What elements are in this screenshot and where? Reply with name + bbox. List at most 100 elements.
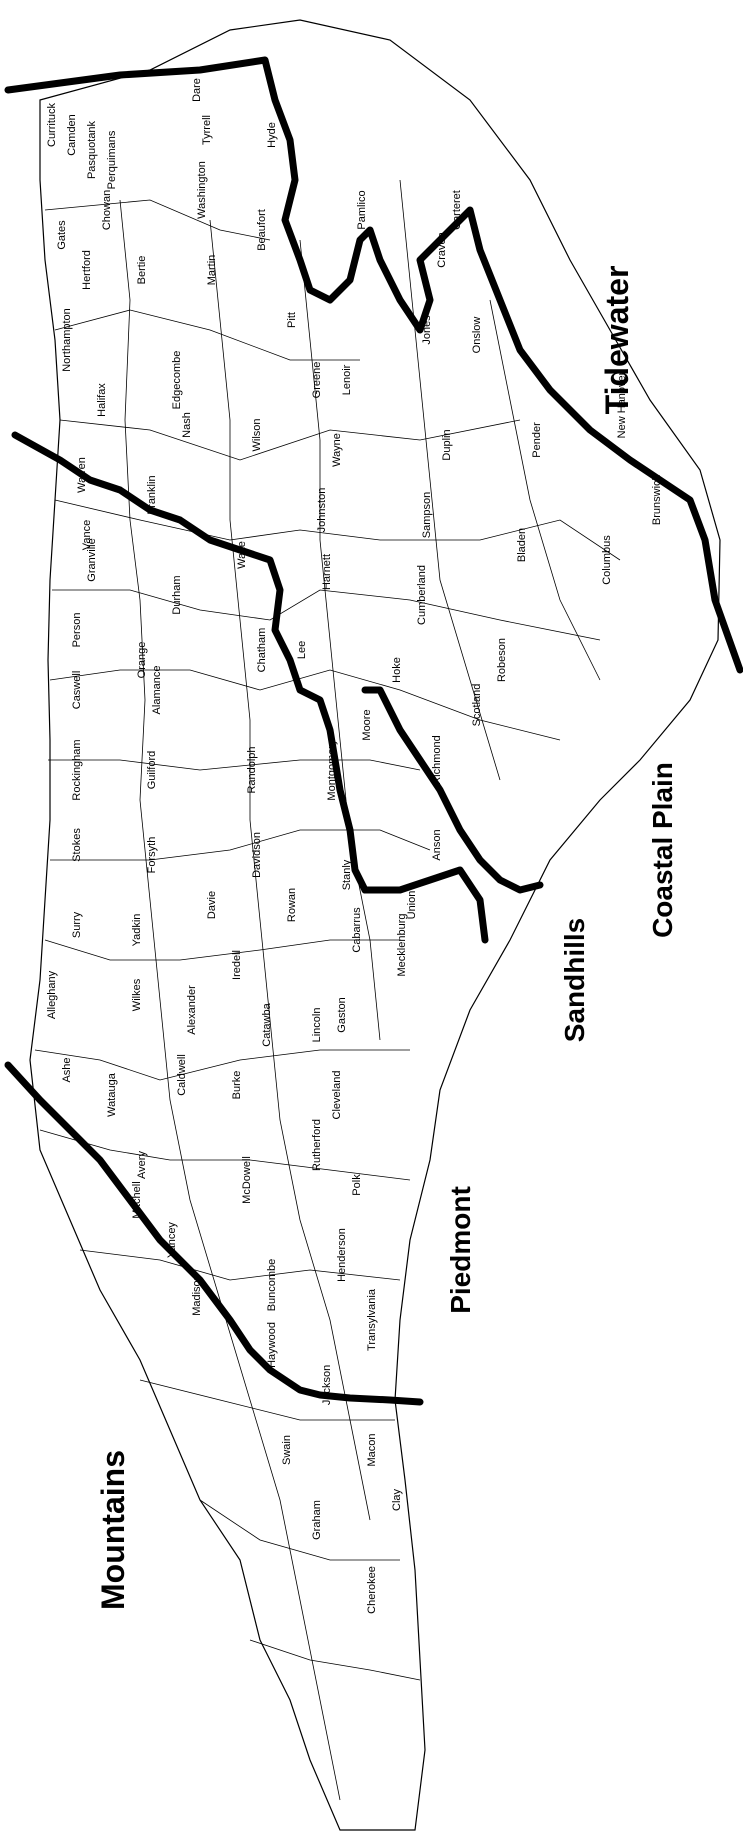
county-label-wake: Wake	[236, 541, 248, 569]
county-label-randolph: Randolph	[246, 746, 258, 793]
county-label-lincoln: Lincoln	[311, 1008, 323, 1043]
region-boundaries	[4, 56, 743, 1406]
county-label-pamlico: Pamlico	[356, 190, 368, 229]
county-label-stokes: Stokes	[71, 828, 83, 862]
county-label-cherokee: Cherokee	[366, 1566, 378, 1614]
county-label-richmond: Richmond	[431, 735, 443, 785]
county-label-halifax: Halifax	[96, 383, 108, 417]
county-label-harnett: Harnett	[321, 554, 333, 590]
county-label-gaston: Gaston	[336, 997, 348, 1032]
county-label-lee: Lee	[296, 641, 308, 659]
county-label-chowan: Chowan	[101, 190, 113, 230]
county-label-anson: Anson	[431, 829, 443, 860]
county-label-durham: Durham	[171, 575, 183, 614]
county-label-perquimans: Perquimans	[106, 130, 118, 189]
county-label-alamance: Alamance	[151, 666, 163, 715]
county-label-tyrrell: Tyrrell	[201, 115, 213, 145]
county-label-hertford: Hertford	[81, 250, 93, 290]
county-label-carteret: Carteret	[451, 190, 463, 230]
county-label-nash: Nash	[181, 412, 193, 438]
county-label-transylvania: Transylvania	[366, 1288, 378, 1351]
county-label-graham: Graham	[311, 1500, 323, 1540]
region-label-coastal-plain: Coastal Plain	[647, 762, 678, 938]
county-label-pasquotank: Pasquotank	[86, 120, 98, 179]
county-label-wilson: Wilson	[251, 418, 263, 451]
county-label-ashe: Ashe	[61, 1057, 73, 1082]
county-label-brunswick: Brunswick	[651, 474, 663, 525]
county-label-forsyth: Forsyth	[146, 837, 158, 874]
county-label-iredell: Iredell	[231, 950, 243, 980]
county-label-caldwell: Caldwell	[176, 1054, 188, 1096]
county-label-currituck: Currituck	[46, 103, 58, 148]
county-label-davidson: Davidson	[251, 832, 263, 878]
county-label-camden: Camden	[66, 114, 78, 156]
county-label-wayne: Wayne	[331, 433, 343, 467]
county-label-bladen: Bladen	[516, 528, 528, 562]
county-label-northampton: Northampton	[61, 308, 73, 372]
county-label-burke: Burke	[231, 1071, 243, 1100]
county-label-washington: Washington	[196, 161, 208, 219]
county-label-sampson: Sampson	[421, 492, 433, 538]
county-label-beaufort: Beaufort	[256, 209, 268, 251]
county-label-wilkes: Wilkes	[131, 978, 143, 1011]
county-label-catawba: Catawba	[261, 1002, 273, 1046]
county-label-union: Union	[406, 891, 418, 920]
county-label-robeson: Robeson	[496, 638, 508, 682]
county-boundaries	[34, 179, 621, 1801]
county-label-pender: Pender	[531, 422, 543, 458]
county-label-greene: Greene	[311, 362, 323, 399]
county-label-guilford: Guilford	[146, 751, 158, 790]
county-label-mitchell: Mitchell	[131, 1181, 143, 1218]
county-label-mcdowell: McDowell	[241, 1156, 253, 1204]
county-label-chatham: Chatham	[256, 628, 268, 673]
county-label-jones: Jones	[421, 315, 433, 345]
county-label-clay: Clay	[391, 1489, 403, 1512]
tidewater-boundary	[4, 56, 743, 674]
mountains-boundary	[4, 1061, 424, 1406]
county-label-henderson: Henderson	[336, 1228, 348, 1282]
county-label-mecklenburg: Mecklenburg	[396, 914, 408, 977]
county-label-new-hanover: New Hanover	[616, 371, 628, 438]
county-label-cabarrus: Cabarrus	[351, 907, 363, 953]
county-label-alexander: Alexander	[186, 985, 198, 1035]
county-label-polk: Polk	[351, 1174, 363, 1196]
county-label-swain: Swain	[281, 1435, 293, 1465]
county-labels: Currituck Camden Pasquotank PerquimansChowa…	[46, 78, 663, 1614]
county-label-dare: Dare	[191, 78, 203, 102]
county-label-madison: Madison	[191, 1274, 203, 1316]
region-label-sandhills: Sandhills	[559, 918, 590, 1042]
sandhills-boundary	[361, 686, 544, 894]
county-label-craven: Craven	[436, 232, 448, 267]
county-label-martin: Martin	[206, 255, 218, 286]
county-label-duplin: Duplin	[441, 429, 453, 460]
county-label-pitt: Pitt	[286, 312, 298, 328]
county-label-franklin: Franklin	[146, 475, 158, 514]
county-label-bertie: Bertie	[136, 256, 148, 285]
county-label-jackson: Jackson	[321, 1365, 333, 1405]
state-outline	[29, 19, 721, 1831]
county-label-moore: Moore	[361, 709, 373, 740]
county-label-buncombe: Buncombe	[266, 1259, 278, 1312]
county-label-macon: Macon	[366, 1433, 378, 1466]
county-label-rutherford: Rutherford	[311, 1119, 323, 1171]
county-label-avery: Avery	[136, 1151, 148, 1179]
county-label-stanly: Stanly	[341, 859, 353, 890]
county-label-alleghany: Alleghany	[46, 970, 58, 1019]
county-label-edgecombe: Edgecombe	[171, 351, 183, 410]
county-label-warren: Warren	[76, 457, 88, 493]
county-label-scotland: Scotland	[471, 684, 483, 727]
county-label-granville: Granville	[86, 538, 98, 581]
county-label-haywood: Haywood	[266, 1322, 278, 1368]
coastal-plain-boundary	[11, 431, 489, 944]
county-label-caswell: Caswell	[71, 671, 83, 710]
county-label-yancey: Yancey	[166, 1222, 178, 1258]
county-label-rockingham: Rockingham	[71, 739, 83, 800]
county-label-rowan: Rowan	[286, 888, 298, 922]
region-label-tidewater: Tidewater	[599, 266, 635, 415]
county-label-vance: Vance	[81, 520, 93, 550]
county-label-gates: Gates	[56, 220, 68, 250]
county-label-person: Person	[71, 613, 83, 648]
county-label-yadkin: Yadkin	[131, 914, 143, 947]
county-label-orange: Orange	[136, 642, 148, 679]
